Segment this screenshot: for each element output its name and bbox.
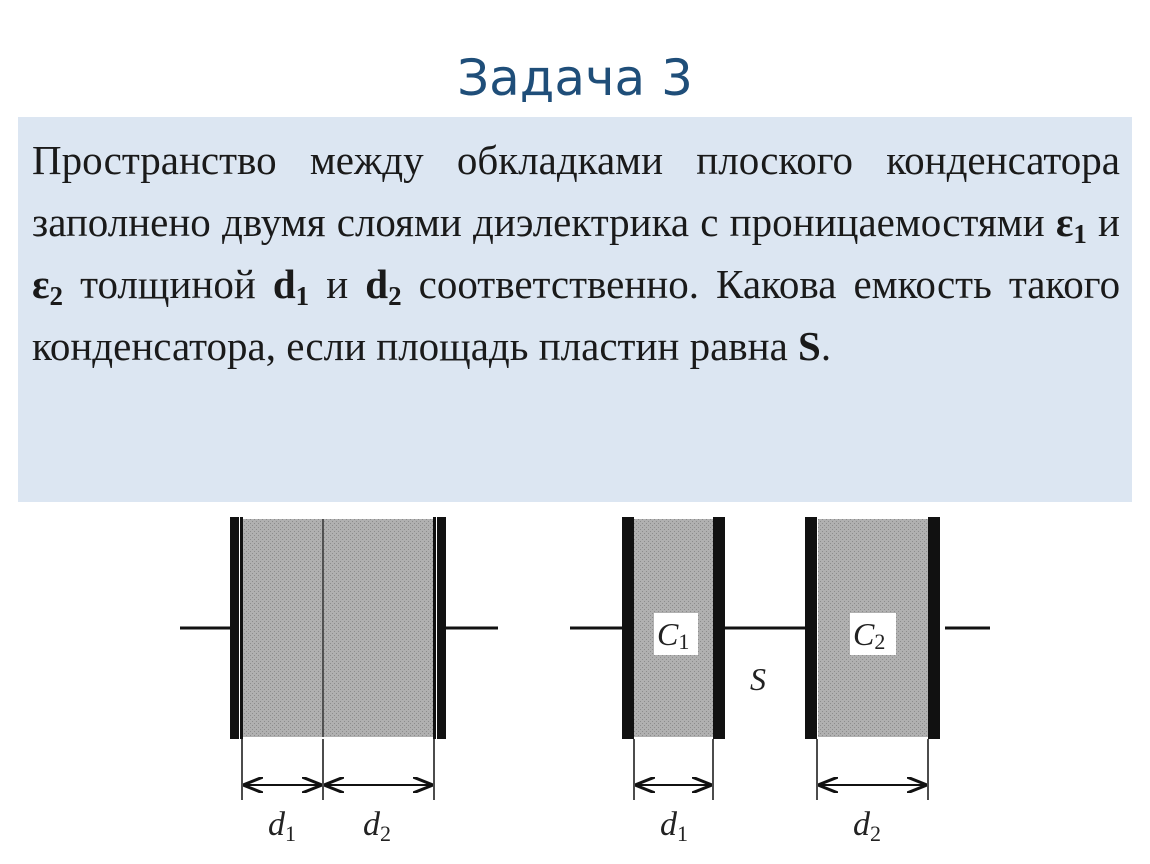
conjunction-1: и: [1098, 199, 1120, 245]
problem-statement-box: Пространство между обкладками плоского к…: [18, 117, 1132, 502]
dielectric-layers: [242, 519, 434, 737]
layered-capacitor: d1 d2: [180, 517, 498, 846]
label-c2-d2: d2: [853, 806, 881, 846]
label-c1-d1: d1: [660, 806, 688, 846]
split-capacitors: C1 C2 S d1 d2: [570, 517, 990, 846]
capacitor-diagram: d1 d2 C1 C2 S d1 d2: [180, 517, 990, 846]
problem-text-part-3: соответственно. Какова емкость такого ко…: [32, 261, 1121, 369]
problem-text-part-2: толщиной: [80, 261, 256, 307]
label-area-s: S: [750, 661, 766, 697]
thickness-d2: d2: [365, 261, 402, 311]
label-d1: d1: [268, 806, 296, 846]
label-d2: d2: [363, 806, 391, 846]
label-c1: C1: [657, 616, 689, 654]
epsilon-2: ε2: [32, 261, 64, 311]
problem-text-part-1: Пространство между обкладками плоского к…: [32, 137, 1120, 245]
area-s: S: [798, 323, 821, 369]
right-plate: [437, 517, 446, 739]
page-title: Задача 3: [457, 49, 693, 107]
label-c2: C2: [853, 616, 885, 654]
conjunction-2: и: [326, 261, 349, 307]
period: .: [820, 323, 832, 369]
problem-text: Пространство между обкладками плоского к…: [32, 129, 1120, 377]
left-plate: [230, 517, 239, 739]
epsilon-1: ε1: [1055, 199, 1087, 249]
thickness-d1: d1: [272, 261, 310, 311]
